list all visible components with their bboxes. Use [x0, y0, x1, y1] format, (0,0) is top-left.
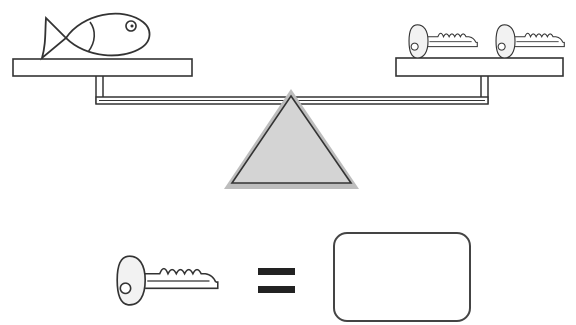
answer-value [334, 233, 470, 321]
answer-box[interactable] [333, 232, 471, 322]
key-icon [408, 24, 479, 59]
left-pan [12, 58, 193, 77]
key-icon [495, 24, 566, 59]
equals-sign [258, 268, 295, 293]
right-pan [395, 57, 564, 77]
fulcrum [224, 89, 359, 189]
key-icon [116, 255, 219, 306]
fish-icon [40, 12, 151, 61]
